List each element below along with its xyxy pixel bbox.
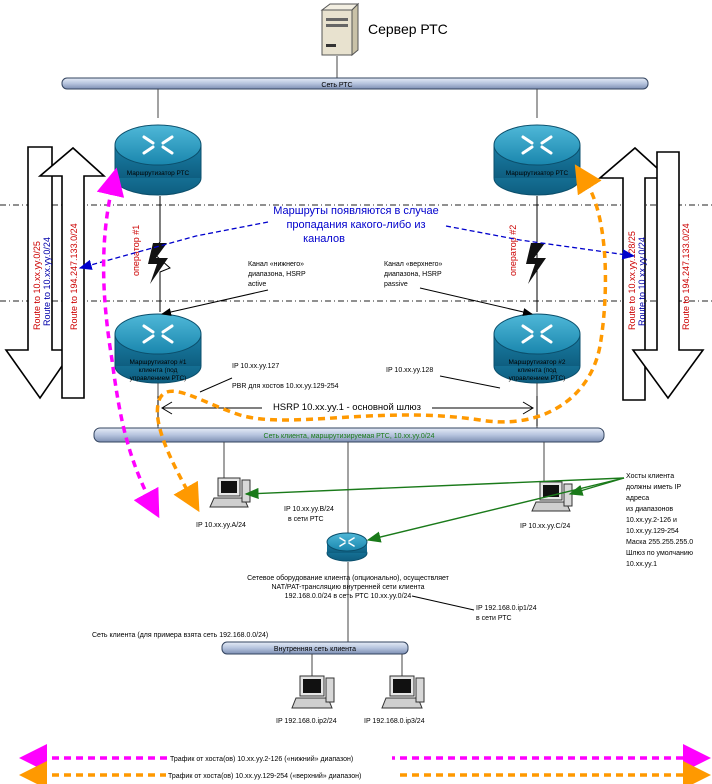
route-left-2: Route to 10.xx.yy.0/24 bbox=[42, 237, 52, 326]
host-a-pc-icon bbox=[209, 477, 251, 508]
client-router-2-line2: клиента (под bbox=[518, 367, 557, 374]
routes-note-line2: пропадания какого-либо из bbox=[286, 219, 425, 231]
hosts-note-line-3: из диапазонов bbox=[626, 506, 673, 513]
rts-router-left bbox=[114, 124, 202, 196]
rts-router-right-label: Маршрутизатор РТС bbox=[506, 170, 569, 177]
operator-1-label: оператор #1 bbox=[131, 225, 141, 276]
client-router-2-line3: управлением РТС) bbox=[509, 375, 566, 382]
hosts-note-line-7: Шлюз по умолчанию bbox=[626, 550, 693, 557]
routes-note-line1: Маршруты появляются в случае bbox=[273, 205, 439, 217]
route-arrow-left-down bbox=[4, 146, 75, 400]
operator-2-label: оператор #2 bbox=[508, 225, 518, 276]
internal-host-2-ip: IP 192.168.0.ip2/24 bbox=[276, 718, 337, 725]
client-router-1-line2: клиента (под bbox=[139, 367, 178, 374]
router2-ip: IP 10.xx.yy.128 bbox=[386, 367, 433, 374]
internal-host-3-ip: IP 192.168.0.ip3/24 bbox=[364, 718, 425, 725]
client-internal-bus-label: Внутренняя сеть клиента bbox=[274, 646, 356, 653]
hosts-note-line-2: адреса bbox=[626, 495, 649, 502]
legend-magenta-label: Трафик от хоста(ов) 10.xx.yy.2-126 («ниж… bbox=[170, 755, 353, 763]
route-right-2: Route to 10.xx.yy.0/24 bbox=[637, 237, 647, 326]
legend-magenta: Трафик от хоста(ов) 10.xx.yy.2-126 («ниж… bbox=[19, 744, 711, 772]
hosts-note-line-6: Маска 255.255.255.0 bbox=[626, 539, 693, 546]
route-right-3: Route to 194.247.133.0/24 bbox=[681, 223, 691, 330]
routes-note-arrow-left bbox=[78, 221, 269, 270]
client-network-label: Сеть клиента, маршрутизируемая РТС, 10.x… bbox=[264, 433, 435, 440]
nat-router bbox=[326, 532, 368, 562]
router1-pbr: PBR для хостов 10.xx.yy.129-254 bbox=[232, 383, 339, 390]
nat-inner-ip1: IP 192.168.0.ip1/24 bbox=[476, 605, 537, 612]
nat-ip-line1: IP 10.xx.yy.B/24 bbox=[284, 506, 334, 513]
legend-orange: Трафик от хоста(ов) 10.xx.yy.129-254 («в… bbox=[19, 761, 711, 784]
legend-orange-label: Трафик от хоста(ов) 10.xx.yy.129-254 («в… bbox=[168, 772, 361, 780]
client-internal-example: Сеть клиента (для примера взята сеть 192… bbox=[92, 632, 268, 639]
hsrp-label: HSRP 10.xx.yy.1 - основной шлюз bbox=[273, 402, 421, 413]
channel-lower-line1: Канал «нижнего» bbox=[248, 261, 304, 268]
channel-lower-line3: active bbox=[248, 281, 266, 288]
client-router-1-line3: управлением РТС) bbox=[130, 375, 187, 382]
magenta-traffic-path bbox=[96, 167, 160, 519]
hosts-note-line-0: Хосты клиента bbox=[626, 473, 674, 480]
route-left-1: Route to 10.xx.yy.0/25 bbox=[32, 241, 42, 330]
rts-network-label: Сеть РТС bbox=[321, 82, 352, 89]
route-arrow-right-down bbox=[631, 151, 705, 400]
channel-lower-line2: диапазона, HSRP bbox=[248, 271, 306, 278]
hosts-note-line-5: 10.xx.yy.129-254 bbox=[626, 528, 679, 535]
route-right-1: Route to 10.xx.yy.128/25 bbox=[627, 231, 637, 330]
wan-link-right-icon bbox=[526, 196, 546, 312]
channel-upper-line3: passive bbox=[384, 281, 408, 288]
hosts-note-line-1: должны иметь IP bbox=[626, 484, 682, 491]
hosts-note-line-8: 10.xx.yy.1 bbox=[626, 561, 657, 568]
route-left-3: Route to 194.247.133.0/24 bbox=[69, 223, 79, 330]
rts-router-left-label: Маршрутизатор РТС bbox=[127, 170, 190, 177]
client-internal-bus bbox=[221, 641, 409, 655]
server-icon bbox=[320, 2, 360, 57]
rts-network-bus bbox=[61, 77, 649, 90]
host-c-ip: IP 10.xx.yy.C/24 bbox=[520, 523, 570, 530]
router1-ip: IP 10.xx.yy.127 bbox=[232, 363, 279, 370]
routes-note-line3: каналов bbox=[303, 233, 345, 245]
host-c-pc-icon bbox=[531, 481, 573, 512]
route-arrow-left-up bbox=[37, 146, 107, 399]
client-router-2-line1: Маршрутизатор #2 bbox=[509, 359, 566, 366]
internal-host-3-pc-icon bbox=[381, 675, 425, 709]
orange-traffic-path bbox=[155, 164, 608, 513]
channel-upper-line2: диапазона, HSRP bbox=[384, 271, 442, 278]
channel-upper-line1: Канал «верхнего» bbox=[384, 261, 443, 268]
nat-inner-ip2: в сети РТС bbox=[476, 615, 512, 622]
hosts-note-line-4: 10.xx.yy.2-126 и bbox=[626, 517, 677, 524]
internal-host-2-pc-icon bbox=[291, 675, 335, 709]
hosts-note: Хосты клиента должны иметь IP адреса из … bbox=[626, 473, 693, 568]
client-router-1-line1: Маршрутизатор #1 bbox=[130, 359, 187, 366]
wan-link-left-icon bbox=[148, 196, 171, 312]
nat-ip-line2: в сети РТС bbox=[288, 516, 324, 523]
host-a-ip: IP 10.xx.yy.A/24 bbox=[196, 522, 246, 529]
rts-router-right bbox=[493, 124, 581, 196]
server-label: Сервер РТС bbox=[368, 21, 448, 37]
